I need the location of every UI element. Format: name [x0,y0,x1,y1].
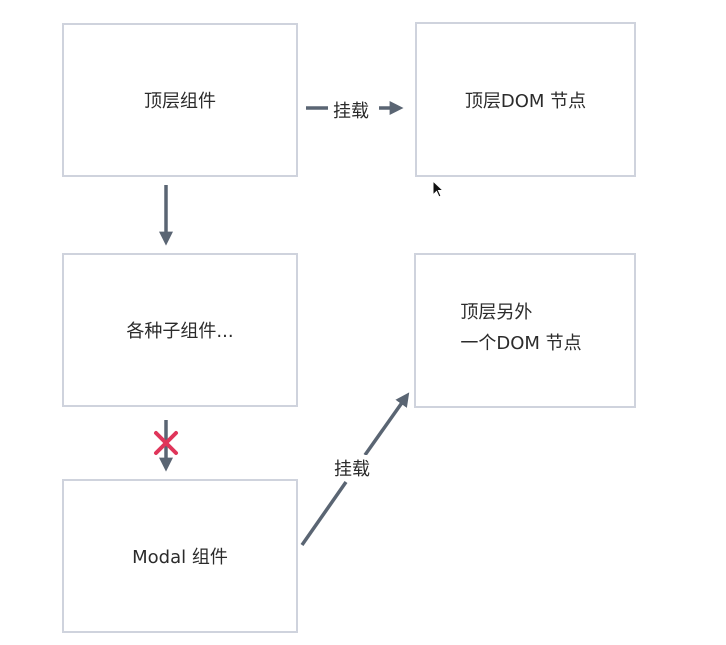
top-dom-node-label: 顶层DOM 节点 [464,90,587,112]
arrow-modal-to-other-tail [300,480,348,547]
mount-label-modal: 挂载 [334,455,370,481]
other-dom-node-line2: 一个DOM 节点 [460,332,582,354]
other-dom-node-box: 顶层另外 一个DOM 节点 [414,253,636,408]
top-dom-node-box: 顶层DOM 节点 [415,22,636,177]
child-components-label: 各种子组件... [126,321,234,342]
modal-component-box: Modal 组件 [62,479,298,633]
modal-component-label: Modal 组件 [132,547,228,568]
top-component-label: 顶层组件 [144,91,216,112]
cursor-icon [432,180,445,198]
other-dom-node-line1: 顶层另外 [460,301,533,323]
arrow-modal-to-other-head [363,392,410,457]
child-components-box: 各种子组件... [62,253,298,407]
mount-label-top: 挂载 [333,97,369,123]
top-component-box: 顶层组件 [62,23,298,177]
other-dom-node-text: 顶层另外 一个DOM 节点 [460,297,581,359]
cross-icon [154,431,178,455]
